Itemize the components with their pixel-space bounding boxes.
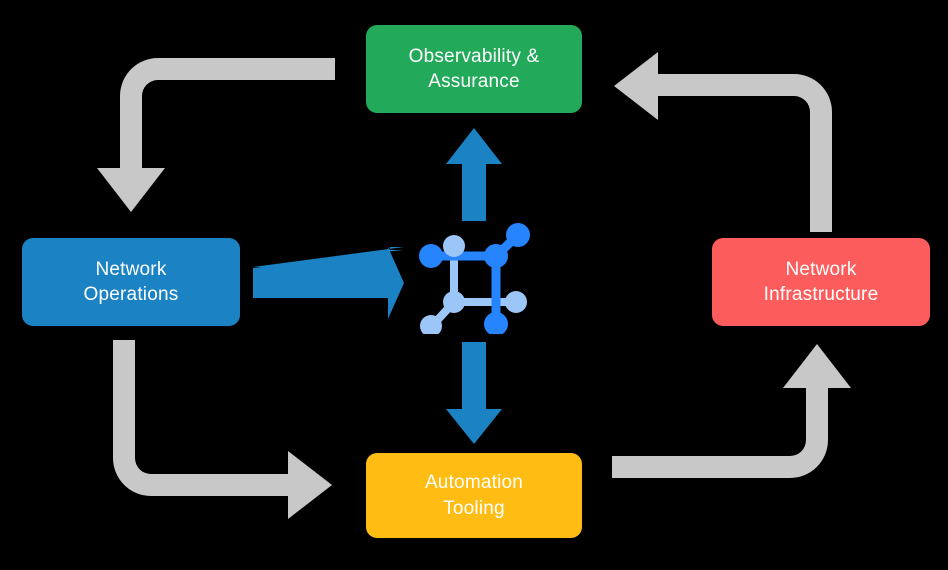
node-dark-left: [419, 244, 443, 268]
arrow-netops-to-automation: [113, 340, 332, 519]
node-observability-assurance[interactable]: Observability & Assurance: [366, 25, 582, 113]
arrow-netinfra-to-observability: [614, 52, 832, 232]
arrow-netops-to-center-shape: [253, 247, 404, 319]
arrow-center-to-observability: [446, 128, 502, 221]
node-dark-bottom: [484, 312, 508, 334]
arrow-observability-to-netops: [97, 58, 335, 212]
node-automation-tooling[interactable]: Automation Tooling: [366, 453, 582, 538]
node-dark-center: [484, 244, 508, 268]
node-light-mid: [443, 291, 465, 313]
node-network-infrastructure[interactable]: Network Infrastructure: [712, 238, 930, 326]
node-light-right: [505, 291, 527, 313]
arrow-automation-to-netinfra: [612, 344, 851, 478]
node-dark-topright: [506, 223, 530, 247]
network-topology-icon: [419, 223, 530, 334]
node-light-top: [443, 235, 465, 257]
arrow-center-to-automation: [446, 342, 502, 444]
arrow-netops-to-center-body: [253, 247, 404, 267]
node-light-bottomleft: [420, 315, 442, 334]
node-network-operations[interactable]: Network Operations: [22, 238, 240, 326]
